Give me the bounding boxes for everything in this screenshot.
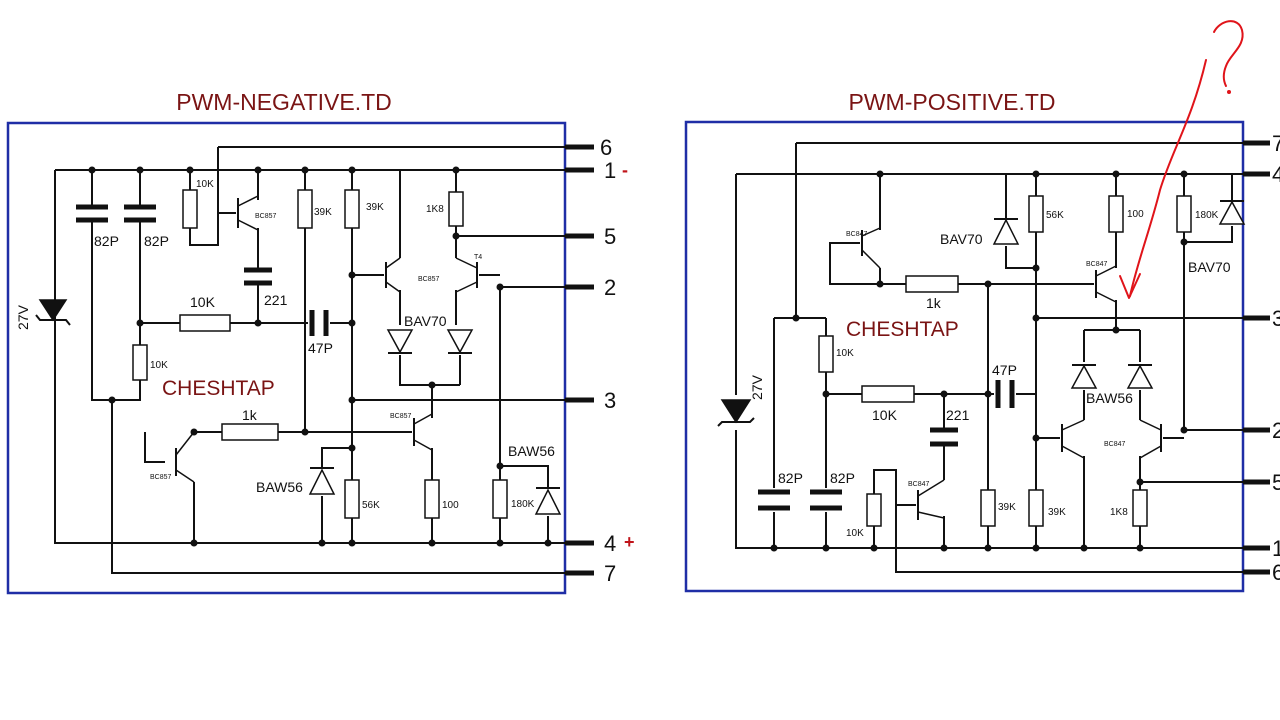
component-labels: BC847 BAV70 56K 100 180K BAV70 BC847 1k … [749, 209, 1231, 539]
transistor-label: T4 [474, 254, 482, 261]
zener-label: 27V [15, 304, 31, 330]
diode-baw56-label: BAW56 [1086, 390, 1133, 406]
res-39k-label: 39K [366, 202, 384, 213]
cap-47p-label: 47P [992, 362, 1017, 378]
res-39k-label: 39K [314, 207, 332, 218]
cap-82p-label: 82P [830, 470, 855, 486]
annotation-arrow [1129, 59, 1207, 297]
res-1k8-label: 1K8 [1110, 507, 1128, 518]
terminal-6-label: 6 [1272, 560, 1280, 585]
zener-label: 27V [749, 374, 765, 400]
diode-baw56-label: BAW56 [508, 443, 555, 459]
res-1k-label: 1k [926, 295, 942, 311]
res-10k-label: 10K [846, 528, 864, 539]
res-39k-label: 39K [998, 502, 1016, 513]
junctions [88, 166, 552, 547]
res-10k-label: 10K [196, 179, 214, 190]
cap-82p-label: 82P [778, 470, 803, 486]
terminal-2-label: 2 [1272, 418, 1280, 443]
diode-bav70-label: BAV70 [940, 231, 983, 247]
diode-baw56-label: BAW56 [256, 479, 303, 495]
terminals: 7 4 3 2 5 1 6 [1243, 131, 1280, 585]
question-mark-dot [1227, 90, 1231, 94]
components [35, 189, 562, 519]
terminal-5-label: 5 [1272, 470, 1280, 495]
diode-bav70-label: BAV70 [1188, 259, 1231, 275]
terminal-2-label: 2 [604, 275, 616, 300]
transistor-label: BC857 [418, 276, 440, 283]
transistor-label: BC847 [908, 481, 930, 488]
junctions [770, 170, 1188, 552]
transistor-label: BC847 [1086, 261, 1108, 268]
transistor-label: BC857 [255, 213, 277, 220]
transistor-label: BC857 [150, 474, 172, 481]
handwritten-annotation [1119, 20, 1244, 299]
diagram-pwm-positive: PWM-POSITIVE.TD [684, 89, 1280, 593]
transistor-label: BC847 [1104, 441, 1126, 448]
diagram-pwm-negative: PWM-NEGATIVE.TD [6, 89, 635, 595]
cap-82p-label: 82P [144, 233, 169, 249]
transistor-label: BC857 [390, 413, 412, 420]
question-mark-icon [1213, 20, 1244, 87]
res-100-label: 100 [1127, 209, 1144, 220]
terminal-7-label: 7 [1272, 131, 1280, 156]
cap-221-label: 221 [264, 292, 288, 308]
terminal-3-label: 3 [1272, 306, 1280, 331]
res-39k-label: 39K [1048, 507, 1066, 518]
res-10k-label: 10K [150, 360, 168, 371]
diagram-frame [684, 120, 1245, 593]
diode-bav70-label: BAV70 [404, 313, 447, 329]
diagram-frame [6, 121, 567, 595]
terminal-4-label: 4 [604, 531, 616, 556]
terminals: 6 1 - 5 2 3 4 + 7 [565, 135, 635, 586]
res-10k-label: 10K [190, 294, 216, 310]
annotation-arrowhead [1119, 273, 1141, 299]
diagram-title: PWM-POSITIVE.TD [849, 89, 1056, 115]
brand-watermark: CHESHTAP [846, 318, 959, 341]
terminal-1-label: 1 [604, 158, 616, 183]
terminal-1-sign: - [622, 160, 628, 180]
res-180k-label: 180K [511, 499, 535, 510]
terminal-5-label: 5 [604, 224, 616, 249]
terminal-6-label: 6 [600, 135, 612, 160]
components [717, 195, 1246, 527]
res-10k-label: 10K [872, 407, 898, 423]
diagram-title: PWM-NEGATIVE.TD [176, 89, 392, 115]
res-100-label: 100 [442, 500, 459, 511]
res-1k8-label: 1K8 [426, 204, 444, 215]
terminal-4-label: 4 [1272, 162, 1280, 187]
brand-watermark: CHESHTAP [162, 377, 275, 400]
cap-47p-label: 47P [308, 340, 333, 356]
cap-221-label: 221 [946, 407, 970, 423]
res-10k-label: 10K [836, 348, 854, 359]
component-labels: 82P 82P 27V 10K BC857 221 10K 10K 39K 39… [15, 179, 555, 511]
terminal-7-label: 7 [604, 561, 616, 586]
cap-82p-label: 82P [94, 233, 119, 249]
res-180k-label: 180K [1195, 210, 1219, 221]
res-56k-label: 56K [1046, 210, 1064, 221]
res-56k-label: 56K [362, 500, 380, 511]
terminal-3-label: 3 [604, 388, 616, 413]
terminal-1-label: 1 [1272, 536, 1280, 561]
transistor-label: BC847 [846, 231, 868, 238]
res-1k-label: 1k [242, 407, 258, 423]
terminal-4-sign: + [624, 532, 635, 552]
